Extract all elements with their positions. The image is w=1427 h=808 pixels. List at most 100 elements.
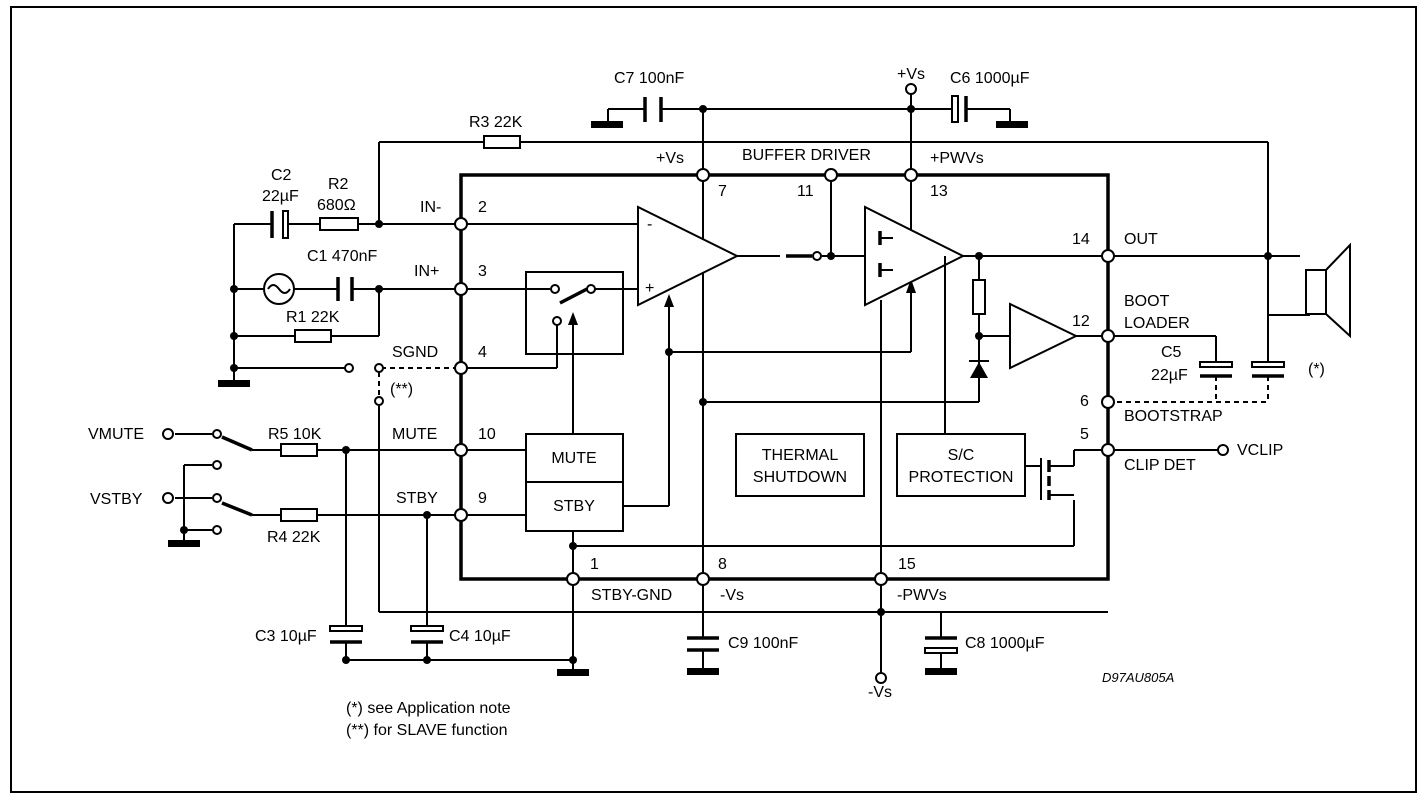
sc-label-2: PROTECTION (909, 469, 1014, 486)
ic-pins (454, 168, 1115, 586)
capacitor-c8 (924, 636, 958, 654)
vclip-label: VCLIP (1237, 442, 1283, 459)
capacitor-c4 (410, 625, 444, 644)
r5-label: R5 10K (268, 426, 322, 443)
slave-terminal (344, 363, 354, 373)
slave-terminal (374, 396, 384, 406)
pin-number-14: 14 (1072, 231, 1090, 248)
vmute-label: VMUTE (88, 426, 144, 443)
vs-ic-label: +Vs (656, 150, 684, 167)
ground-symbol (557, 669, 589, 676)
opamp-plus-sign: + (645, 280, 654, 297)
out-label: OUT (1124, 231, 1158, 248)
c2-name-label: C2 (271, 167, 292, 184)
mute-block-label: MUTE (551, 450, 596, 467)
ground-symbol (687, 668, 719, 675)
internal-switch (461, 287, 638, 434)
boot-label-2: LOADER (1124, 315, 1190, 332)
c1-label: C1 470nF (307, 248, 377, 265)
minus-pwvs-label: -PWVs (897, 587, 947, 604)
sc-protection-block (896, 433, 1026, 497)
vs-bottom-label: -Vs (868, 684, 892, 701)
pin-number-9: 9 (478, 490, 487, 507)
c9-label: C9 100nF (728, 635, 798, 652)
mute-pin-label: MUTE (392, 426, 437, 443)
drawing-code: D97AU805A (1102, 670, 1174, 685)
minus-vs-label: -Vs (720, 587, 744, 604)
bootstrap-label: BOOTSTRAP (1124, 408, 1223, 425)
minus-vs-terminal (875, 672, 887, 684)
ground-symbol (591, 121, 623, 128)
pin-number-13: 13 (930, 183, 948, 200)
stby-pin-label: STBY (396, 490, 438, 507)
outer-border (10, 6, 1417, 793)
c2-value-label: 22µF (262, 188, 299, 205)
boot-label-1: BOOT (1124, 293, 1170, 310)
sgnd-label: SGND (392, 344, 438, 361)
pin-number-3: 3 (478, 263, 487, 280)
capacitor-optional (1251, 361, 1285, 402)
thermal-label-2: SHUTDOWN (753, 469, 847, 486)
c4-label: C4 10µF (449, 628, 511, 645)
mosfet-symbols (878, 231, 893, 277)
pwvs-top-label: +PWVs (930, 150, 984, 167)
op-amp-symbol (637, 205, 740, 307)
r4-label: R4 22K (267, 529, 321, 546)
buffer-driver-label: BUFFER DRIVER (742, 147, 871, 164)
sc-label-1: S/C (948, 447, 975, 464)
r1-label: R1 22K (286, 309, 340, 326)
r3-label: R3 22K (469, 114, 523, 131)
stby-gnd-label: STBY-GND (591, 587, 672, 604)
internal-resistor (972, 279, 986, 315)
opamp-minus-sign: - (647, 216, 652, 233)
vstby-terminal (162, 492, 174, 504)
pin-number-12: 12 (1072, 313, 1090, 330)
capacitor-c7 (643, 97, 663, 122)
speaker-icon (1305, 242, 1351, 339)
capacitor-c9 (687, 636, 719, 652)
pin-number-5: 5 (1080, 426, 1089, 443)
thermal-label-1: THERMAL (762, 447, 839, 464)
c8-label: C8 1000µF (965, 635, 1045, 652)
power-amp-symbol (864, 205, 966, 307)
pin-number-1: 1 (590, 556, 599, 573)
pin-number-4: 4 (478, 344, 487, 361)
in-minus-label: IN- (420, 199, 441, 216)
c7-label: C7 100nF (614, 70, 684, 87)
clip-det-label: CLIP DET (1124, 457, 1196, 474)
internal-diode (970, 362, 988, 378)
capacitor-c6 (951, 95, 968, 123)
pin-number-2: 2 (478, 199, 487, 216)
vstby-label: VSTBY (90, 491, 143, 508)
stby-block-label: STBY (553, 498, 595, 515)
capacitor-c3 (329, 625, 363, 644)
clip-mosfet (1025, 449, 1218, 500)
pin-number-7: 7 (718, 183, 727, 200)
pin-number-11: 11 (797, 183, 814, 200)
c5-value-label: 22µF (1151, 367, 1188, 384)
vmute-terminal (162, 428, 174, 440)
ground-symbol (218, 380, 250, 387)
boot-loader-buffer (1009, 302, 1079, 370)
slave-mark-label: (**) (390, 381, 413, 398)
vs-top-label: +Vs (897, 66, 925, 83)
ground-symbol (925, 668, 957, 675)
ic-package (459, 173, 1110, 581)
input-network (233, 210, 461, 612)
slave-terminal (374, 363, 384, 373)
app-mark-label: (*) (1308, 361, 1325, 378)
capacitor-c5 (1199, 336, 1233, 402)
pin-number-10: 10 (478, 426, 496, 443)
in-plus-label: IN+ (414, 263, 439, 280)
mute-switch-block (525, 271, 624, 355)
c5-name-label: C5 (1161, 344, 1182, 361)
ground-symbol (168, 540, 200, 547)
c3-label: C3 10µF (255, 628, 317, 645)
pin-number-6: 6 (1080, 393, 1089, 410)
r2-value-label: 680Ω (317, 197, 356, 214)
mute-standby-network (175, 433, 1108, 661)
pin-number-8: 8 (718, 556, 727, 573)
pin-number-15: 15 (898, 556, 916, 573)
